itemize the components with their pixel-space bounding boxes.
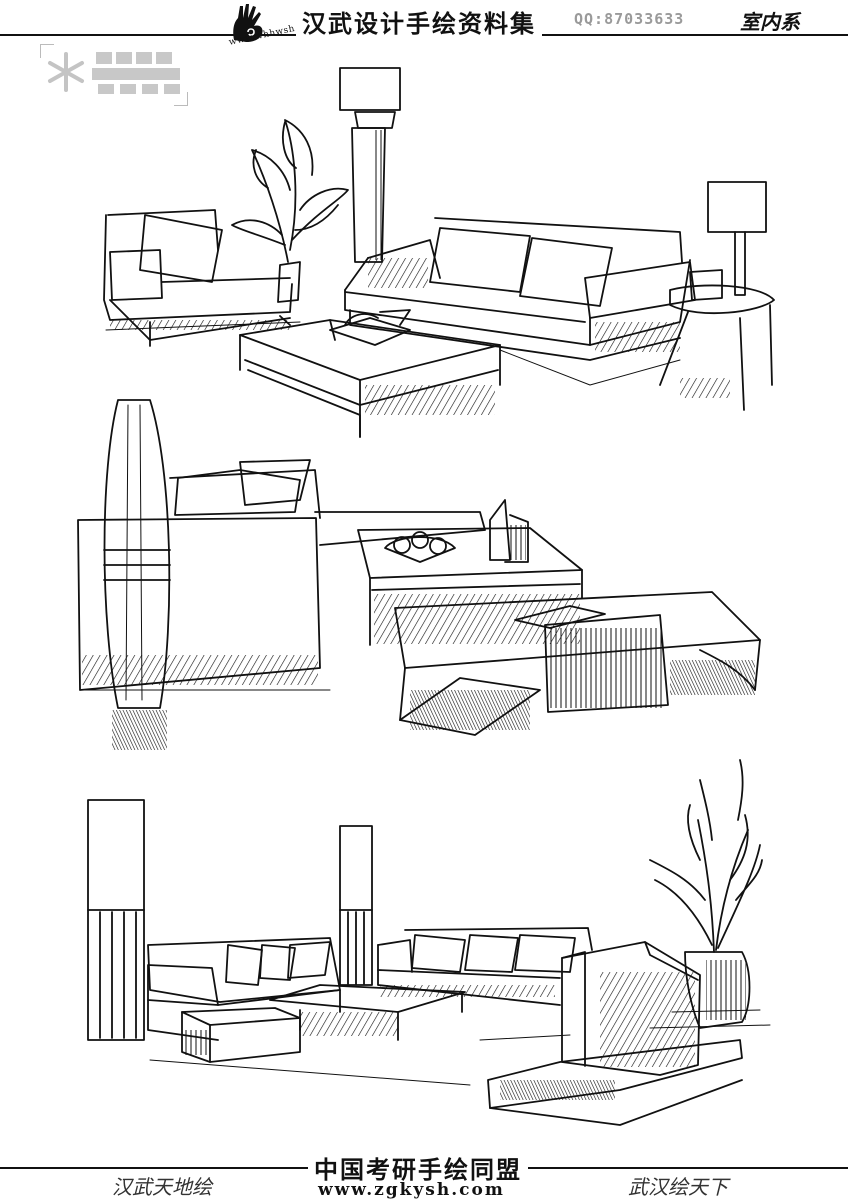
footer-title: 中国考研手绘同盟 <box>308 1150 528 1185</box>
potted-plant <box>231 119 349 303</box>
footer-right-slogan: 武汉绘天下 <box>628 1175 728 1199</box>
page-title: 汉武设计手绘资料集 <box>296 4 542 39</box>
qq-contact: QQ:87033633 <box>574 10 685 28</box>
series-label: 室内系 <box>740 10 800 34</box>
page-header: www.whhwsh.com 汉武设计手绘资料集 QQ:87033633 室内系 <box>0 0 848 60</box>
tall-floor-lamp <box>103 399 171 750</box>
scene-1-living-room <box>103 67 775 438</box>
sectional-sofa <box>77 459 486 691</box>
snowflake-icon <box>48 52 84 92</box>
scene-2-lounge <box>77 399 761 750</box>
low-coffee-table <box>269 984 466 1041</box>
watermark-lettering <box>92 52 180 94</box>
armchair <box>103 209 301 347</box>
square-coffee-table <box>357 499 583 646</box>
watermark-stamp <box>40 44 188 106</box>
stamp-bracket-bottom-right <box>174 92 188 106</box>
footer-left-slogan: 汉武天地绘 <box>112 1175 212 1199</box>
tv-cabinet <box>487 941 743 1126</box>
side-table-with-lamp <box>659 181 775 411</box>
ottoman <box>181 1007 301 1063</box>
hand-swirl-icon <box>233 4 263 42</box>
column-lamp-right <box>339 825 373 986</box>
three-seat-sofa <box>344 217 696 386</box>
loveseat <box>147 937 341 1041</box>
glass-coffee-table <box>239 309 501 438</box>
vase-with-branches <box>649 759 763 1029</box>
stamp-bracket-top-left <box>40 44 54 58</box>
column-lamp-left <box>87 799 145 1041</box>
scene-3-living-room <box>87 759 771 1126</box>
sofa <box>377 927 593 1006</box>
footer-url: www.zgkysh.com <box>318 1180 505 1200</box>
floor-lamp <box>339 67 401 263</box>
bench-ottoman <box>394 591 761 736</box>
